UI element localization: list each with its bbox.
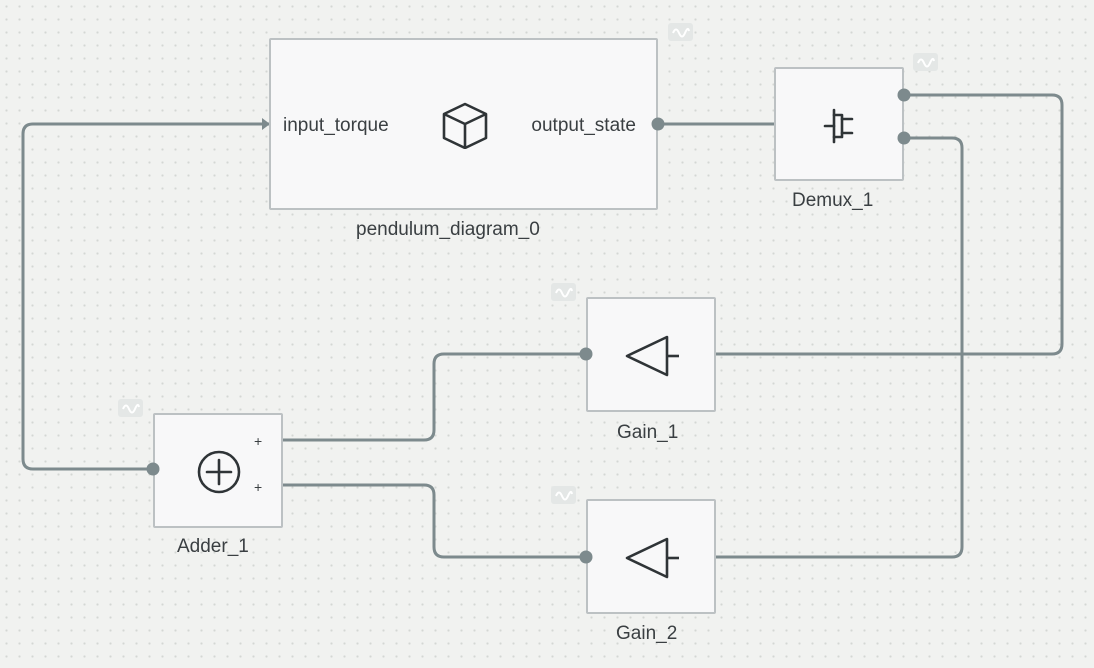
input-port-label: input_torque	[283, 115, 389, 136]
adder-input-sign: +	[254, 433, 263, 449]
gain-triangle-icon	[625, 537, 679, 579]
demux-block[interactable]	[774, 67, 904, 181]
pendulum-diagram-block[interactable]: input_torque output_state	[269, 38, 658, 210]
wire-gain2-to-adder	[282, 483, 586, 559]
demux-icon	[823, 108, 854, 144]
wire-adder-to-pendulum	[21, 122, 270, 471]
wire-demux-out2-to-gain2	[716, 136, 964, 559]
block-name-label: Gain_2	[616, 623, 678, 644]
adder-block[interactable]: + +	[153, 413, 283, 528]
signal-wave-icon[interactable]	[913, 53, 938, 71]
block-name-label: Demux_1	[792, 190, 874, 211]
gain1-block[interactable]	[586, 297, 716, 412]
gain-triangle-icon	[625, 335, 679, 377]
cube-icon	[442, 102, 488, 149]
wire-demux-out1-to-gain1	[716, 93, 1064, 356]
gain2-block[interactable]	[586, 499, 716, 614]
signal-wave-icon[interactable]	[118, 399, 143, 417]
plus-circle-icon	[197, 450, 241, 494]
signal-wave-icon[interactable]	[551, 283, 576, 301]
adder-input-sign: +	[254, 479, 263, 495]
output-port-label: output_state	[531, 115, 636, 136]
wire-gain1-to-adder	[282, 352, 586, 442]
block-name-label: Adder_1	[177, 536, 249, 557]
block-name-label: Gain_1	[617, 422, 679, 443]
arrowhead	[262, 118, 270, 130]
signal-wave-icon[interactable]	[668, 23, 693, 41]
block-name-label: pendulum_diagram_0	[356, 219, 540, 240]
signal-wave-icon[interactable]	[551, 486, 576, 504]
